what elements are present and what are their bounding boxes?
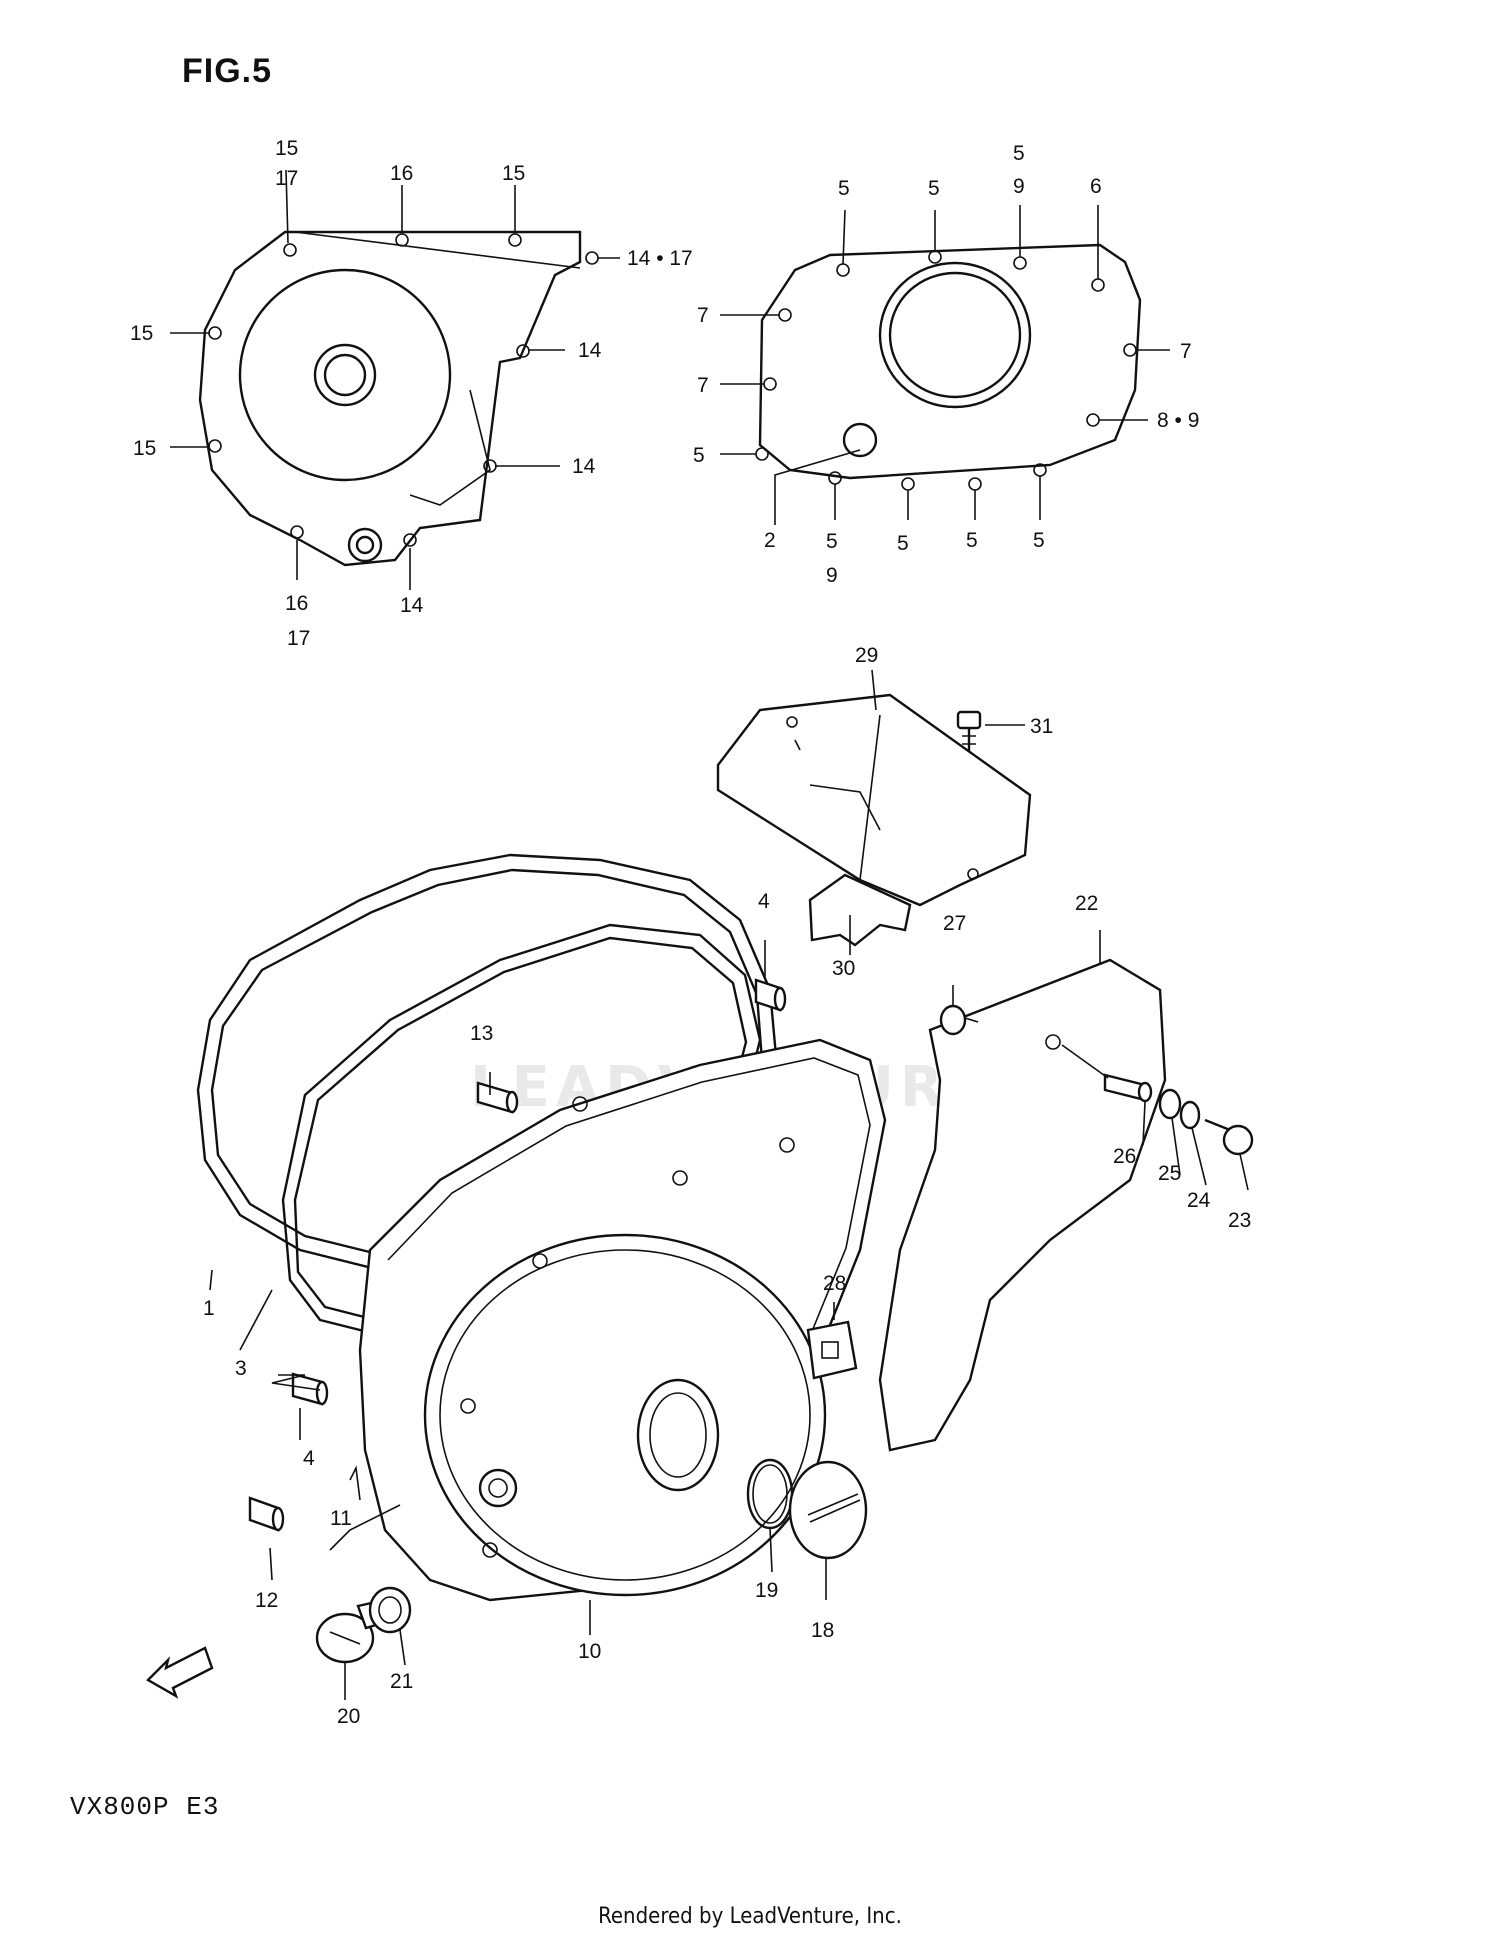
callout-15-top-right: 15 <box>502 162 525 185</box>
callout-29: 29 <box>855 644 878 667</box>
callout-6: 6 <box>1090 175 1102 198</box>
plug-part-18 <box>788 1460 868 1560</box>
spacer-part-30 <box>808 873 912 947</box>
callout-2: 2 <box>764 529 776 552</box>
washer-part-25 <box>1158 1088 1182 1120</box>
callout-25: 25 <box>1158 1162 1181 1185</box>
washer-part-24 <box>1179 1100 1201 1130</box>
callout-4-upper: 4 <box>758 890 770 913</box>
callout-16-top: 16 <box>390 162 413 185</box>
bolt-part-23 <box>1204 1118 1254 1156</box>
gasket-generator-cover <box>198 230 599 567</box>
callout-21: 21 <box>390 1670 413 1693</box>
callout-7-upper-left: 7 <box>697 304 709 327</box>
callout-12: 12 <box>255 1589 278 1612</box>
callout-27: 27 <box>943 912 966 935</box>
top-cover-part-29 <box>716 693 1032 907</box>
callout-5-g2-top-1: 5 <box>838 177 850 200</box>
callout-26: 26 <box>1113 1145 1136 1168</box>
forward-arrow-icon <box>146 1646 214 1699</box>
callout-22: 22 <box>1075 892 1098 915</box>
collar-part-26 <box>1103 1073 1153 1103</box>
figure-title: FIG.5 <box>182 52 273 90</box>
callout-31: 31 <box>1030 715 1053 738</box>
callout-14-bottom: 14 <box>400 594 424 617</box>
callout-14-upper: 14 <box>578 339 602 362</box>
callout-17-bottom: 17 <box>287 627 310 650</box>
crankcase-cover-part-10 <box>358 1038 887 1602</box>
callout-8-9: 8 • 9 <box>1157 409 1199 432</box>
callout-13: 13 <box>470 1022 493 1045</box>
callout-labels: 15 17 16 15 14 • 17 15 14 15 14 16 17 14… <box>130 137 1251 1728</box>
footer-credit: Rendered by LeadVenture, Inc. <box>598 1904 902 1929</box>
callout-17-top: 17 <box>275 167 298 190</box>
callout-10: 10 <box>578 1640 601 1663</box>
bolt-part-31 <box>956 710 982 752</box>
callout-5-bottom-1: 5 <box>826 530 838 553</box>
callout-24: 24 <box>1187 1189 1211 1212</box>
plate-part-28 <box>806 1320 858 1380</box>
side-cover-part-22 <box>878 958 1167 1452</box>
callout-9-bottom: 9 <box>826 564 838 587</box>
callout-4-lower: 4 <box>303 1447 315 1470</box>
model-code: VX800P E3 <box>70 1792 220 1822</box>
callout-14-middle: 14 <box>572 455 596 478</box>
callout-15-top: 15 <box>275 137 298 160</box>
callout-14-17: 14 • 17 <box>627 247 693 270</box>
callout-11: 11 <box>330 1507 352 1530</box>
leader-lines <box>170 169 1249 1700</box>
callout-9-g2-top: 9 <box>1013 175 1025 198</box>
callout-16-bottom: 16 <box>285 592 308 615</box>
callout-5-bottom-2: 5 <box>897 532 909 555</box>
callout-5-g2-top-2: 5 <box>928 177 940 200</box>
callout-23: 23 <box>1228 1209 1251 1232</box>
callout-5-g2-top-3: 5 <box>1013 142 1025 165</box>
callout-18: 18 <box>811 1619 834 1642</box>
gasket-clutch-cover <box>755 243 1142 491</box>
callout-28: 28 <box>823 1272 846 1295</box>
pin-part-12 <box>248 1496 285 1532</box>
callout-20: 20 <box>337 1705 360 1728</box>
callout-5-bottom-4: 5 <box>1033 529 1045 552</box>
callout-7-middle-left: 7 <box>697 374 709 397</box>
callout-7-upper-right: 7 <box>1180 340 1192 363</box>
callout-5-left: 5 <box>693 444 705 467</box>
callout-19: 19 <box>755 1579 778 1602</box>
callout-15-left-upper: 15 <box>130 322 153 345</box>
dowel-part-4-lower <box>291 1372 329 1406</box>
callout-1: 1 <box>203 1297 215 1320</box>
washer-part-21 <box>368 1586 412 1634</box>
callout-5-bottom-3: 5 <box>966 529 978 552</box>
pin-part-13 <box>476 1081 519 1114</box>
callout-30: 30 <box>832 957 855 980</box>
callout-15-left-lower: 15 <box>133 437 156 460</box>
dowel-part-4-upper <box>754 978 787 1012</box>
callout-3: 3 <box>235 1357 247 1380</box>
